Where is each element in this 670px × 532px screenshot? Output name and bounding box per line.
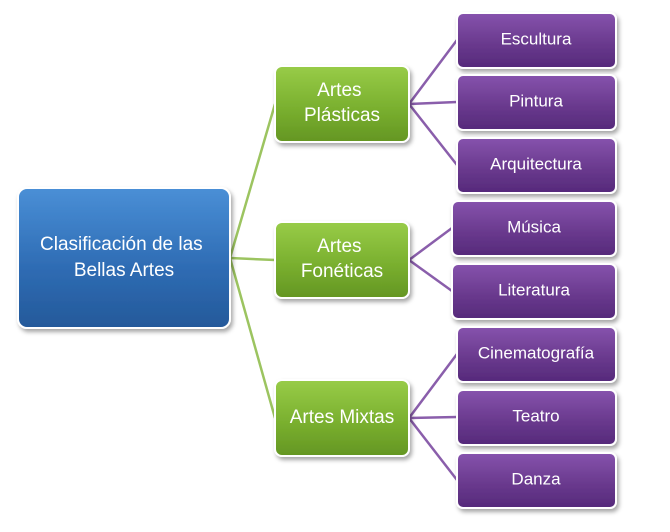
leaf-node-box: [451, 263, 617, 320]
leaf-node-escultura: Escultura: [456, 12, 617, 69]
category-node-line: Artes: [317, 236, 361, 257]
category-node-line: Fonéticas: [301, 261, 383, 282]
leaf-node-box: [456, 137, 617, 194]
connector-line: [408, 100, 458, 106]
leaf-node-cinematografia: Cinematografía: [456, 326, 617, 383]
category-node-box: [274, 65, 410, 143]
leaf-node-label: Cinematografía: [478, 343, 595, 362]
category-node-line: Artes: [317, 80, 361, 101]
root-node-line: Clasificación de las: [40, 234, 203, 255]
category-node-line: Plásticas: [304, 105, 380, 126]
leaf-node-musica: Música: [451, 200, 617, 257]
connector-line: [408, 417, 458, 481]
connector-line: [229, 256, 276, 262]
category-node-label: Artes Plásticas: [304, 80, 380, 126]
root-node-box: [17, 187, 231, 329]
category-node-plasticas: Artes Plásticas: [274, 65, 410, 143]
category-node-box: [274, 379, 410, 457]
category-node-label: Artes Fonéticas: [301, 236, 383, 282]
leaf-node-label: Teatro: [512, 406, 559, 425]
connector-line: [228, 257, 277, 419]
leaf-node-box: [456, 12, 617, 69]
connector-line: [408, 226, 453, 262]
leaf-node-pintura: Pintura: [456, 74, 617, 131]
root-node-label: Clasificación de las Bellas Artes: [40, 234, 208, 281]
leaf-node-label: Música: [507, 217, 561, 236]
leaf-node-label: Arquitectura: [490, 154, 582, 173]
category-node-label: Artes Mixtas: [290, 407, 395, 428]
category-node-mixtas: Artes Mixtas: [274, 379, 410, 457]
leaf-node-label: Escultura: [501, 29, 572, 48]
connector-line: [408, 415, 458, 420]
connector-line: [228, 103, 277, 259]
category-node-line: Artes Mixtas: [290, 407, 395, 428]
leaf-node-label: Pintura: [509, 91, 563, 110]
category-node-box: [274, 221, 410, 299]
leaf-node-label: Danza: [511, 469, 561, 488]
connector-line: [408, 258, 453, 293]
leaf-node-box: [456, 326, 617, 383]
connectors: [228, 39, 458, 481]
root-node-line: Bellas Artes: [74, 260, 174, 281]
leaf-node-teatro: Teatro: [456, 389, 617, 446]
category-node-foneticas: Artes Fonéticas: [274, 221, 410, 299]
leaf-node-box: [456, 452, 617, 509]
connector-line: [408, 353, 458, 419]
leaf-node-box: [451, 200, 617, 257]
connector-line: [408, 39, 458, 105]
connector-line: [408, 103, 458, 166]
leaf-node-label: Literatura: [498, 280, 570, 299]
leaf-node-literatura: Literatura: [451, 263, 617, 320]
root-node: Clasificación de las Bellas Artes: [17, 187, 231, 329]
leaf-node-box: [456, 74, 617, 131]
leaf-node-danza: Danza: [456, 452, 617, 509]
leaf-node-arquitectura: Arquitectura: [456, 137, 617, 194]
leaf-node-box: [456, 389, 617, 446]
